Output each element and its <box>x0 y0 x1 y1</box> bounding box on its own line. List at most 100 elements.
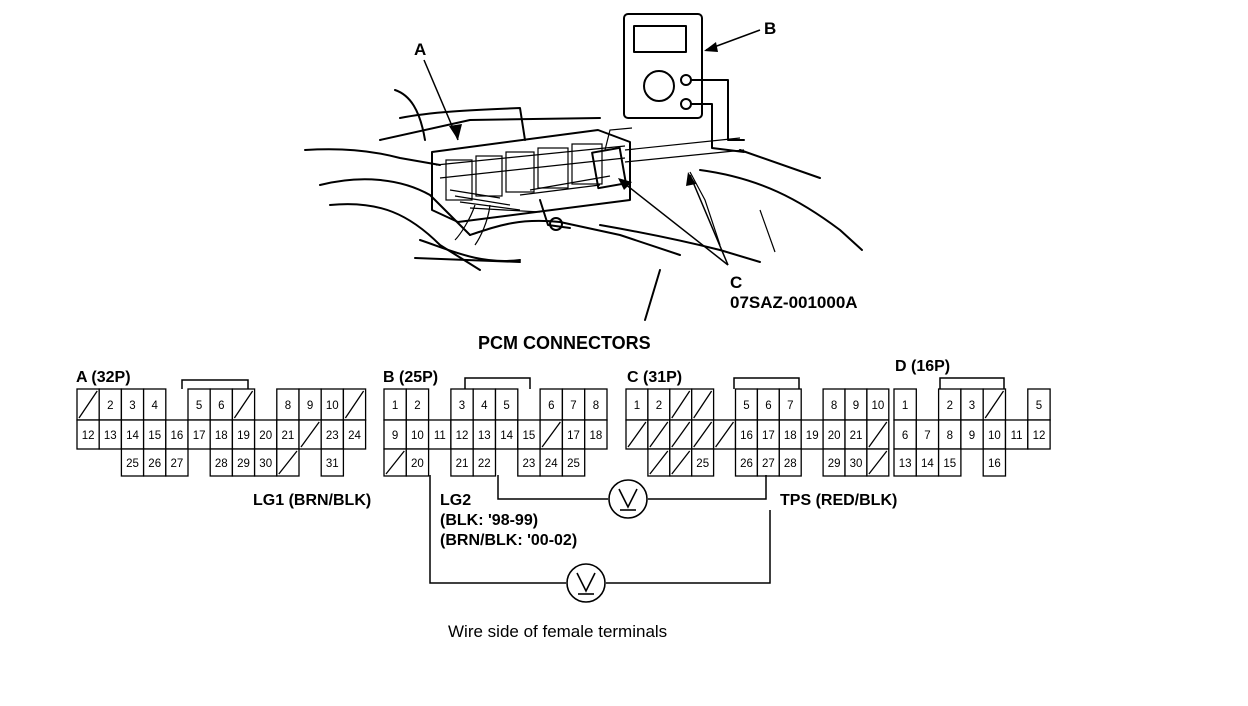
connector-a-unused-pin-slash <box>344 390 365 419</box>
wire-label-lg1: LG1 (BRN/BLK) <box>253 492 371 509</box>
connector-d-pin-number: 2 <box>947 400 953 412</box>
connector-a-pin-number: 20 <box>259 430 272 442</box>
connector-b-unused-pin-slash <box>541 421 561 448</box>
connector-a-label: A (32P) <box>76 369 131 386</box>
connector-c-pin-number: 28 <box>784 458 797 470</box>
connector-d-pin-number: 11 <box>1011 430 1023 442</box>
connector-c-unused-pin-slash <box>649 421 669 448</box>
connector-b-pin-number: 9 <box>392 430 398 442</box>
connector-b-pin-cell <box>405 448 430 477</box>
connector-c-pin-number: 26 <box>740 458 753 470</box>
connector-c-pin-number: 17 <box>762 430 775 442</box>
connector-b-pin-cell <box>561 448 586 477</box>
connector-a-pin-number: 5 <box>196 400 202 412</box>
connector-d-pin-cell <box>982 448 1007 477</box>
connector-b-unused-pin-slash <box>385 450 405 475</box>
connector-c-pin-number: 18 <box>784 430 797 442</box>
connector-b-pin-number: 25 <box>567 458 580 470</box>
connector-c-unused-pin-slash <box>627 421 647 448</box>
connector-a-pin-number: 3 <box>129 400 135 412</box>
footer-caption: Wire side of female terminals <box>448 622 667 641</box>
connector-a-pin-number: 29 <box>237 458 250 470</box>
connector-a-unused-pin-slash <box>278 450 298 475</box>
connector-a-unused-pin-slash <box>233 390 254 419</box>
connector-c-unused-pin-slash <box>693 421 713 448</box>
connector-a-pin-number: 4 <box>151 400 158 412</box>
connector-c-pin-number: 25 <box>696 458 709 470</box>
connector-c-unused-pin-slash <box>671 421 691 448</box>
connector-a-pin-number: 17 <box>193 430 206 442</box>
connector-d-pin-number: 6 <box>902 430 908 442</box>
connector-a-pin-cell <box>342 419 367 450</box>
connector-d-pin-number: 15 <box>943 458 956 470</box>
connector-b-pin-number: 2 <box>414 400 420 412</box>
connector-c-pin-number: 20 <box>828 430 841 442</box>
connector-b-pin-number: 4 <box>481 400 488 412</box>
connector-c-unused-pin-slash <box>693 390 713 419</box>
connector-b-pin-cell <box>584 419 608 450</box>
connector-d-pin-number: 14 <box>921 458 934 470</box>
connector-d-pin-number: 13 <box>899 458 912 470</box>
connector-a-pin-cell <box>165 448 189 477</box>
connector-b-pin-number: 8 <box>593 400 599 412</box>
connector-d-pin-number: 7 <box>924 430 930 442</box>
wire-upper-meter-to-tps <box>648 475 767 500</box>
connector-c-pin-cell <box>778 448 802 477</box>
voltmeter-lower-icon <box>566 563 606 603</box>
connector-a-pin-number: 18 <box>215 430 228 442</box>
connector-c-pin-number: 2 <box>656 400 662 412</box>
connector-a-pin-number: 26 <box>148 458 161 470</box>
connector-a-unused-pin-slash <box>300 421 320 448</box>
wire-label-lg2: LG2 <box>440 492 471 509</box>
connector-a-pin-number: 23 <box>326 430 339 442</box>
connector-c-unused-pin-slash <box>715 421 735 448</box>
wire-lg2-to-tps-upper <box>497 475 608 500</box>
connector-a-pin-number: 16 <box>171 430 184 442</box>
connector-a-pin-number: 2 <box>107 400 113 412</box>
connector-c-pin-number: 30 <box>850 458 863 470</box>
connector-b-pin-number: 23 <box>523 458 536 470</box>
connector-d-pin-number: 3 <box>969 400 975 412</box>
connector-a-pin-number: 31 <box>326 458 339 470</box>
connector-d-pin-number: 12 <box>1033 430 1046 442</box>
connector-b-pin-number: 11 <box>434 430 446 442</box>
connector-c-pin-number: 27 <box>762 458 775 470</box>
connector-a-pin-number: 13 <box>104 430 117 442</box>
connector-c-pin-number: 16 <box>740 430 753 442</box>
connector-a-pin-number: 19 <box>237 430 250 442</box>
connector-c-pin-number: 8 <box>831 400 837 412</box>
connector-a-pin-number: 27 <box>171 458 184 470</box>
connector-a-pin-number: 9 <box>307 400 313 412</box>
connector-b-pin-number: 10 <box>411 430 424 442</box>
connector-b-pin-number: 17 <box>567 430 580 442</box>
connector-d-pin-cell <box>1027 419 1051 450</box>
connector-c-pin-number: 21 <box>850 430 863 442</box>
connector-c-unused-pin-slash <box>671 390 691 419</box>
connector-b-pin-number: 20 <box>411 458 424 470</box>
connector-d-pin-number: 1 <box>902 400 908 412</box>
connector-b-pin-number: 14 <box>500 430 513 442</box>
connector-c-pin-cell <box>691 448 715 477</box>
section-title: PCM CONNECTORS <box>478 333 651 353</box>
connector-b-pin-number: 6 <box>548 400 554 412</box>
connector-d-pin-cell <box>937 448 962 477</box>
connector-b-pin-number: 22 <box>478 458 491 470</box>
callout-label-b: B <box>764 19 776 38</box>
connector-b-pin-number: 7 <box>570 400 576 412</box>
wire-label-tps: TPS (RED/BLK) <box>780 492 897 509</box>
connector-d-pin-number: 9 <box>969 430 975 442</box>
connector-b-pin-number: 3 <box>459 400 465 412</box>
connector-a-pin-number: 10 <box>326 400 339 412</box>
wire-lg1-lower <box>429 475 566 584</box>
connector-a-pin-number: 8 <box>285 400 291 412</box>
connector-c-pin-number: 1 <box>634 400 640 412</box>
connector-a-pin-number: 21 <box>282 430 295 442</box>
connector-c-pin-number: 7 <box>787 400 793 412</box>
connector-b-pin-number: 24 <box>545 458 558 470</box>
connector-c-unused-pin-slash <box>868 450 888 475</box>
connector-c-pin-number: 5 <box>743 400 749 412</box>
connector-c-label: C (31P) <box>627 369 682 386</box>
connector-d-pin-number: 16 <box>988 458 1001 470</box>
voltmeter-upper-icon <box>608 479 648 519</box>
